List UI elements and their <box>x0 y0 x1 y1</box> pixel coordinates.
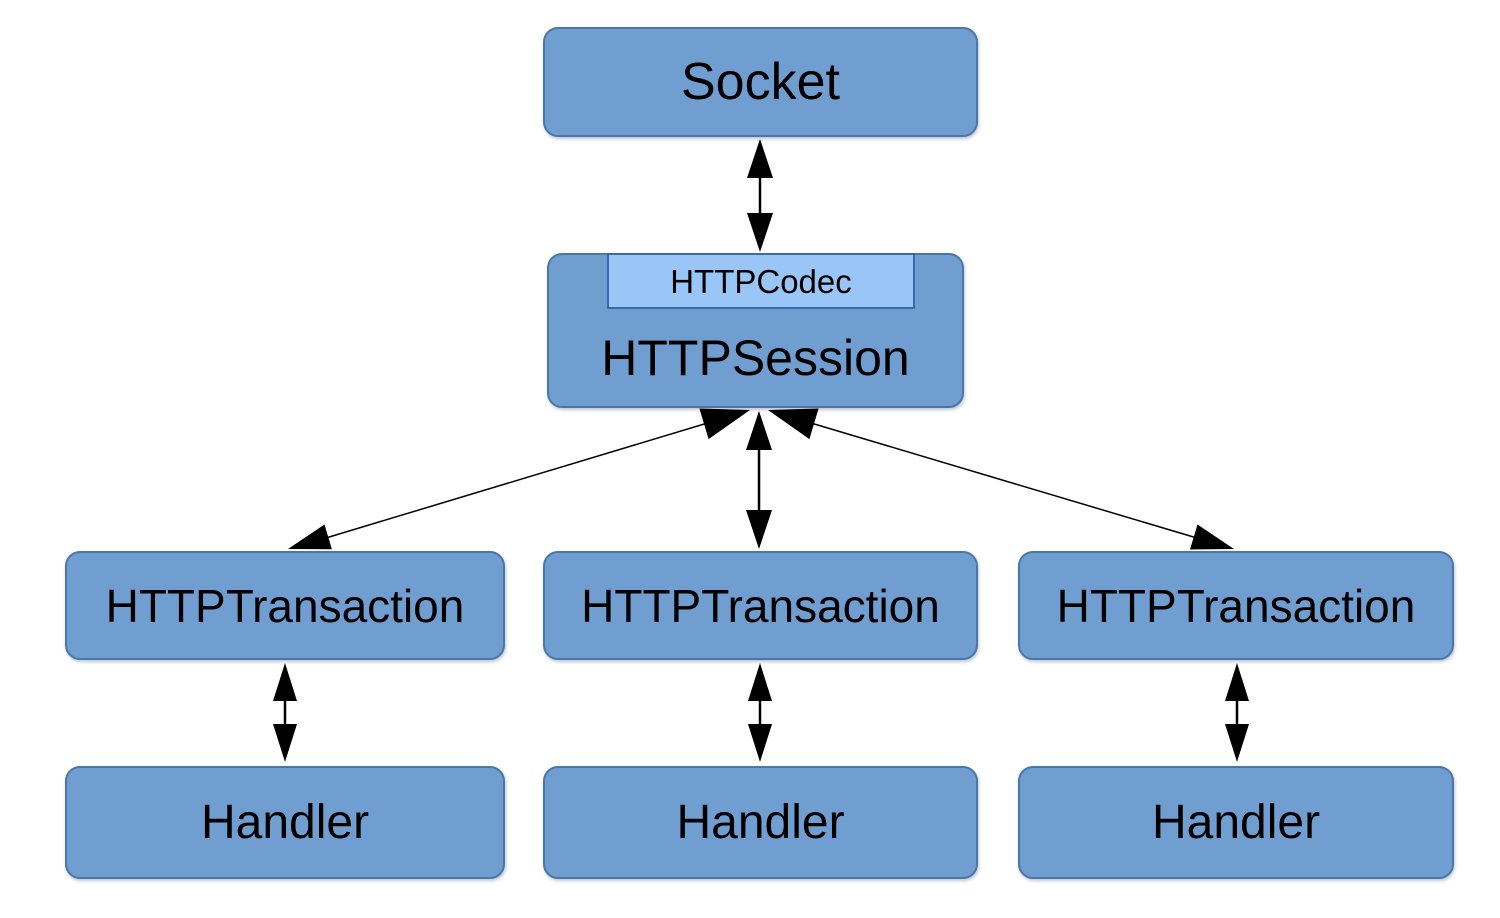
node-httpsession-label-area: HTTPSession <box>549 309 962 406</box>
node-httpsession: HTTPCodec HTTPSession <box>547 253 964 408</box>
node-httptransaction-1: HTTPTransaction <box>65 551 505 660</box>
connector-session-transaction-1 <box>288 408 750 550</box>
node-handler-2-label: Handler <box>676 795 845 849</box>
connector-transaction-3-handler-3 <box>1225 663 1249 762</box>
connector-session-transaction-3 <box>768 408 1234 550</box>
node-socket-label: Socket <box>681 53 840 111</box>
node-httptransaction-1-label: HTTPTransaction <box>105 579 465 632</box>
node-handler-1: Handler <box>65 766 505 879</box>
node-httptransaction-2: HTTPTransaction <box>543 551 978 660</box>
node-httpsession-label: HTTPSession <box>601 329 910 386</box>
connector-session-transaction-2 <box>746 411 772 549</box>
node-httpcodec: HTTPCodec <box>607 253 915 309</box>
connector-socket-session <box>747 139 773 252</box>
connector-transaction-2-handler-2 <box>748 663 772 762</box>
node-handler-1-label: Handler <box>200 795 370 849</box>
node-httpcodec-label: HTTPCodec <box>670 262 852 300</box>
node-socket: Socket <box>543 27 978 137</box>
connector-transaction-1-handler-1 <box>273 663 297 762</box>
node-httptransaction-2-label: HTTPTransaction <box>581 579 940 632</box>
node-handler-2: Handler <box>543 766 978 879</box>
node-handler-3: Handler <box>1018 766 1454 879</box>
node-httptransaction-3: HTTPTransaction <box>1018 551 1454 660</box>
node-handler-3-label: Handler <box>1151 795 1321 849</box>
node-httptransaction-3-label: HTTPTransaction <box>1056 579 1416 632</box>
